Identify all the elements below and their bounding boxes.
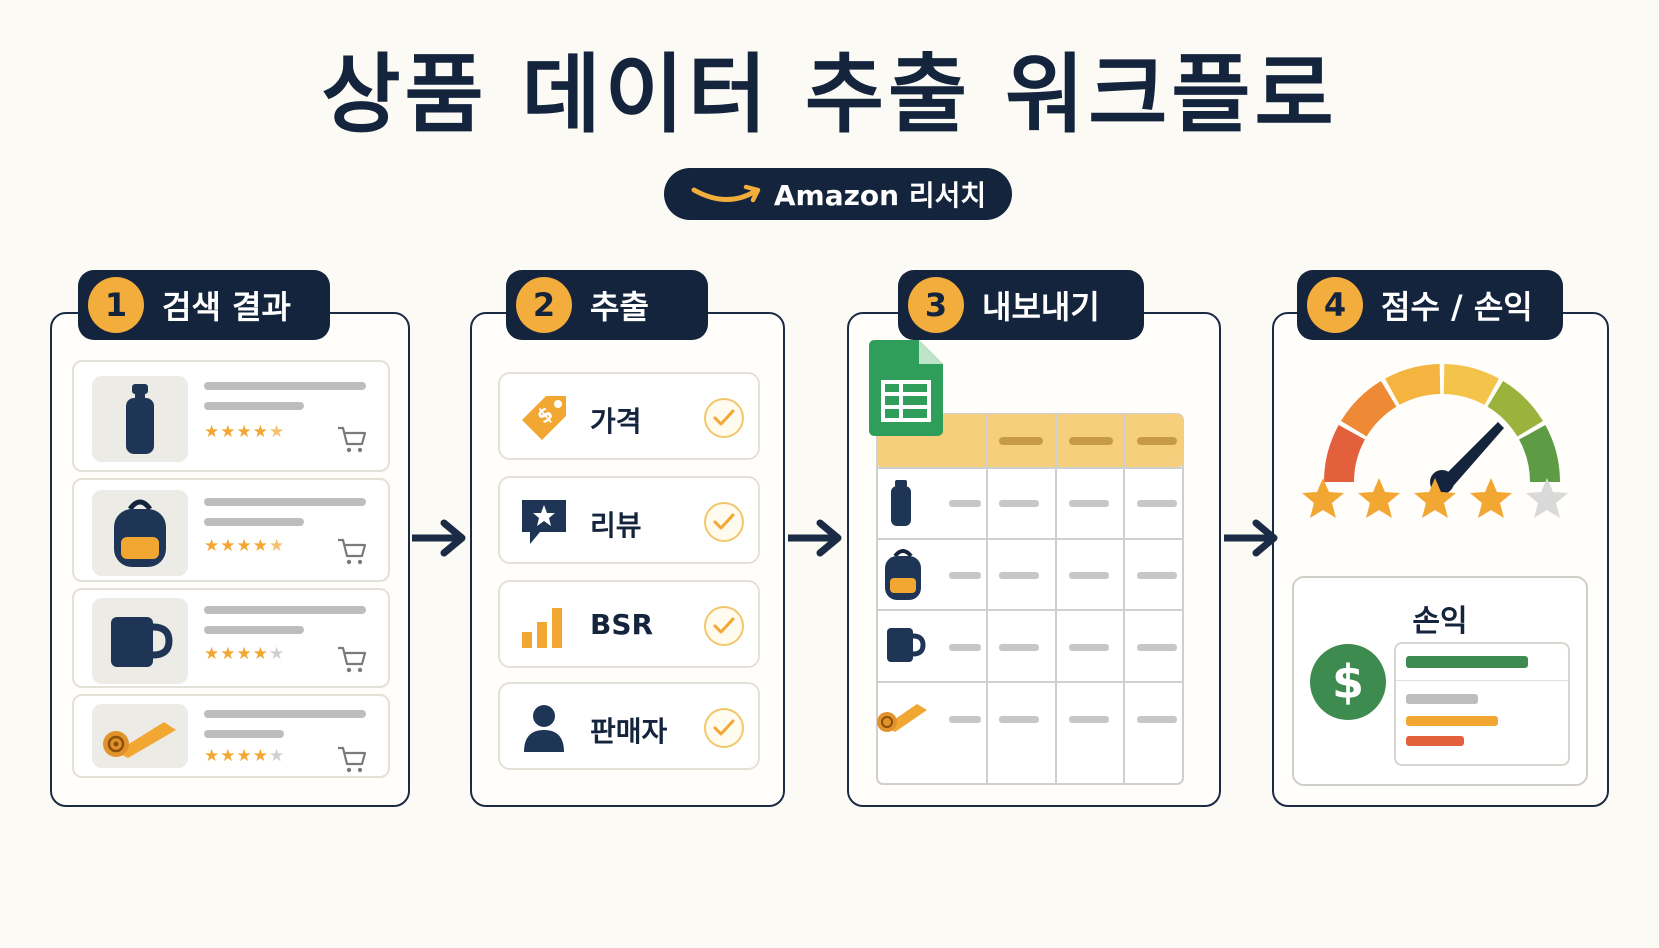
seller-person-icon: [524, 705, 564, 752]
gauge-segment: [1324, 425, 1365, 482]
list-item[interactable]: ★★★★★: [72, 360, 390, 472]
spreadsheet-table: [876, 413, 1184, 785]
product-thumbnail: [92, 490, 188, 576]
step-number: 4: [1307, 277, 1363, 333]
gauge-segment: [1487, 381, 1543, 437]
gauge-segment: [1341, 381, 1397, 437]
backpack-icon: [114, 499, 166, 567]
yoga-mat-icon: [103, 722, 176, 758]
export-card: [847, 312, 1221, 807]
check-icon: [704, 502, 744, 542]
review-star-icon: [522, 500, 566, 544]
profit-loss-panel: 손익 $: [1292, 576, 1588, 786]
rating-stars: ★★★★★: [204, 746, 286, 766]
check-icon: [704, 606, 744, 646]
star-empty-icon: [1526, 478, 1568, 518]
step-label: 점수 / 손익: [1381, 288, 1533, 326]
rating-stars: ★★★★★: [204, 644, 286, 664]
mug-icon: [887, 628, 926, 662]
score-card: 손익 $: [1272, 312, 1609, 807]
step-number: 3: [908, 277, 964, 333]
amazon-smile-icon: [691, 184, 761, 203]
step-badge-4: 4 점수 / 손익: [1297, 270, 1563, 340]
product-thumbnail: [92, 704, 188, 768]
step-label: 검색 결과: [162, 288, 291, 326]
step-badge-3: 3 내보내기: [898, 270, 1144, 340]
search-results-card: ★★★★★ ★★★★★ ★★★★★: [50, 312, 410, 807]
field-item-bsr[interactable]: BSR: [498, 580, 760, 668]
step-number: 1: [88, 277, 144, 333]
profit-loss-title: 손익: [1412, 604, 1468, 639]
list-item[interactable]: ★★★★★: [72, 588, 390, 688]
product-thumbnail: [92, 598, 188, 684]
cart-icon[interactable]: [336, 744, 368, 774]
price-tag-icon: $: [522, 396, 566, 440]
cart-icon[interactable]: [336, 644, 368, 674]
check-icon: [704, 708, 744, 748]
google-sheets-icon: [869, 340, 943, 436]
gauge-needle: [1434, 422, 1504, 492]
cart-icon[interactable]: [336, 536, 368, 566]
product-thumbnail: [92, 376, 188, 462]
list-item[interactable]: ★★★★★: [72, 694, 390, 778]
bar-chart-icon: [522, 608, 562, 648]
gauge-segment: [1519, 425, 1560, 482]
extract-fields-card: $ 가격 리뷰 BSR 판매자: [470, 312, 785, 807]
field-item-seller[interactable]: 판매자: [498, 682, 760, 770]
field-label: BSR: [590, 608, 654, 641]
star-filled-icon: [1358, 478, 1400, 518]
step-number: 2: [516, 277, 572, 333]
score-stars: [1300, 476, 1580, 528]
list-item[interactable]: ★★★★★: [72, 478, 390, 582]
yoga-mat-icon: [877, 704, 927, 732]
page-title: 상품 데이터 추출 워크플로: [321, 45, 1338, 145]
bottle-icon: [126, 384, 154, 454]
score-gauge: [1324, 364, 1560, 494]
star-filled-icon: [1302, 478, 1344, 518]
field-label: 가격: [590, 405, 642, 438]
step-badge-1: 1 검색 결과: [78, 270, 330, 340]
bottle-icon: [891, 480, 911, 526]
step-label: 내보내기: [982, 288, 1100, 326]
profit-loss-summary: [1394, 642, 1570, 766]
step-badge-2: 2 추출: [506, 270, 708, 340]
field-item-review[interactable]: 리뷰: [498, 476, 760, 564]
arrow-right-icon: [1224, 519, 1278, 557]
rating-stars: ★★★★★: [204, 422, 286, 442]
field-label: 판매자: [590, 715, 668, 748]
star-filled-icon: [1470, 478, 1512, 518]
gauge-segment: [1443, 364, 1499, 405]
field-item-price[interactable]: $ 가격: [498, 372, 760, 460]
cart-icon[interactable]: [336, 424, 368, 454]
dollar-icon: $: [1310, 644, 1386, 720]
field-label: 리뷰: [590, 509, 642, 542]
subtitle-text: Amazon 리서치: [773, 179, 987, 212]
step-label: 추출: [590, 288, 649, 326]
mug-icon: [111, 617, 173, 667]
backpack-icon: [885, 549, 921, 600]
arrow-right-icon: [412, 519, 466, 557]
gauge-segment: [1385, 364, 1441, 405]
star-filled-icon: [1414, 478, 1456, 518]
rating-stars: ★★★★★: [204, 536, 286, 556]
arrow-right-icon: [788, 519, 842, 557]
check-icon: [704, 398, 744, 438]
subtitle-pill: Amazon 리서치: [664, 168, 1012, 220]
